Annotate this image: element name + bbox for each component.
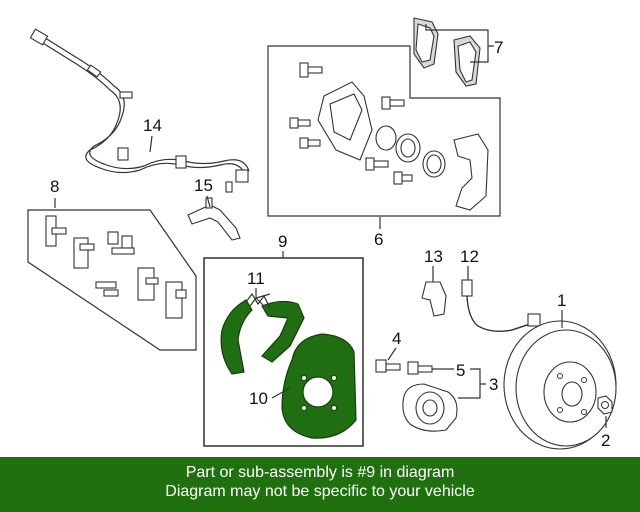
part-11-brake-shoe-left[interactable] [220, 299, 253, 375]
callout-4: 4 [392, 329, 401, 348]
part-3-hub-assembly[interactable] [402, 383, 458, 432]
banner-line-1: Part or sub-assembly is #9 in diagram [185, 464, 455, 481]
leader-11 [249, 288, 271, 307]
part-2-lug-nut[interactable] [597, 395, 613, 415]
callout-5: 5 [456, 361, 465, 380]
part-5-hub-bolt[interactable] [407, 361, 433, 375]
part-12-brake-hose[interactable] [461, 279, 541, 332]
callout-3: 3 [489, 375, 498, 394]
part-15-sensor-bracket[interactable] [187, 197, 241, 241]
part-6-caliper-assembly[interactable] [267, 45, 501, 217]
part-11-brake-shoe-right[interactable] [261, 300, 305, 363]
leader-4 [387, 347, 397, 361]
highlight-notice-banner: Part or sub-assembly is #9 in diagram Di… [0, 457, 640, 512]
leader-3 [458, 368, 486, 399]
leader-15 [206, 195, 211, 208]
part-1-brake-rotor[interactable] [503, 320, 617, 450]
part-8-hardware-kit[interactable] [27, 209, 197, 351]
exploded-parts-diagram: 14 15 8 [27, 17, 617, 450]
callout-15: 15 [194, 176, 213, 195]
part-7-brake-pads[interactable] [413, 17, 481, 87]
part-4-bolt[interactable] [375, 359, 401, 373]
callout-7: 7 [494, 38, 503, 57]
callout-1: 1 [557, 291, 566, 310]
callout-9: 9 [278, 232, 287, 251]
banner-line-2: Diagram may not be specific to your vehi… [165, 483, 475, 500]
leader-7 [425, 24, 494, 63]
callout-10: 10 [249, 389, 268, 408]
part-9-parking-brake-assembly[interactable] [203, 257, 364, 447]
callout-14: 14 [143, 116, 162, 135]
leader-14 [149, 135, 153, 153]
part-14-abs-sensor-harness[interactable] [29, 28, 250, 193]
callout-6: 6 [374, 230, 383, 249]
callout-8: 8 [50, 177, 59, 196]
callout-11: 11 [247, 269, 265, 288]
leader-10 [271, 387, 291, 399]
part-13-bracket[interactable] [421, 281, 447, 317]
callout-2: 2 [601, 431, 610, 450]
callout-12: 12 [460, 247, 479, 266]
callout-13: 13 [424, 247, 443, 266]
